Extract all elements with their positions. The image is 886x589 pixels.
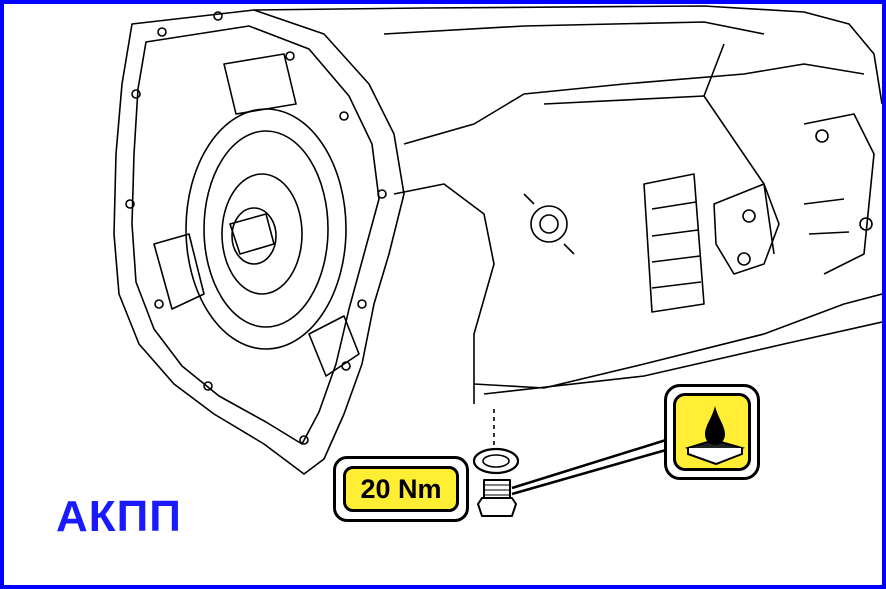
torque-value: 20 Nm [343, 466, 459, 512]
sealing-washer [472, 447, 520, 475]
torque-badge: 20 Nm [333, 456, 469, 522]
drain-plug [477, 479, 517, 517]
oil-drop-icon [684, 406, 746, 466]
oil-drain-badge [664, 384, 760, 480]
transmission-case [253, 5, 882, 105]
diagram-frame: 20 Nm АКПП [4, 4, 882, 585]
caption-label: АКПП [56, 492, 182, 541]
transmission-illustration [113, 5, 882, 517]
bell-housing-outline [113, 9, 405, 475]
